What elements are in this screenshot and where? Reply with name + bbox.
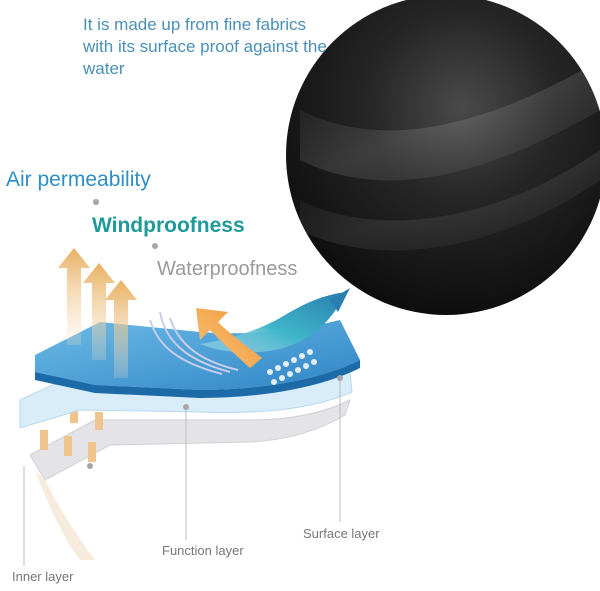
windproofness-label: Windproofness bbox=[92, 214, 245, 237]
leader-lines bbox=[23, 378, 341, 566]
orange-arrow bbox=[196, 308, 262, 368]
intro-text: It is made up from fine fabrics with its… bbox=[83, 15, 327, 78]
inner-layer-label: Inner layer bbox=[12, 569, 74, 584]
surface-layer-label: Surface layer bbox=[303, 526, 380, 541]
function-layer-label: Function layer bbox=[162, 543, 244, 558]
inner-layer bbox=[29, 399, 351, 560]
rain-lines bbox=[149, 311, 239, 375]
vapor-arrows bbox=[58, 248, 137, 378]
water-droplets bbox=[267, 349, 317, 385]
fabric-swatch bbox=[286, 0, 600, 315]
air-permeability-label: Air permeability bbox=[6, 168, 151, 191]
wind-swirl bbox=[200, 288, 350, 353]
leader-dots bbox=[87, 199, 343, 469]
waterproofness-label: Waterproofness bbox=[157, 258, 298, 280]
